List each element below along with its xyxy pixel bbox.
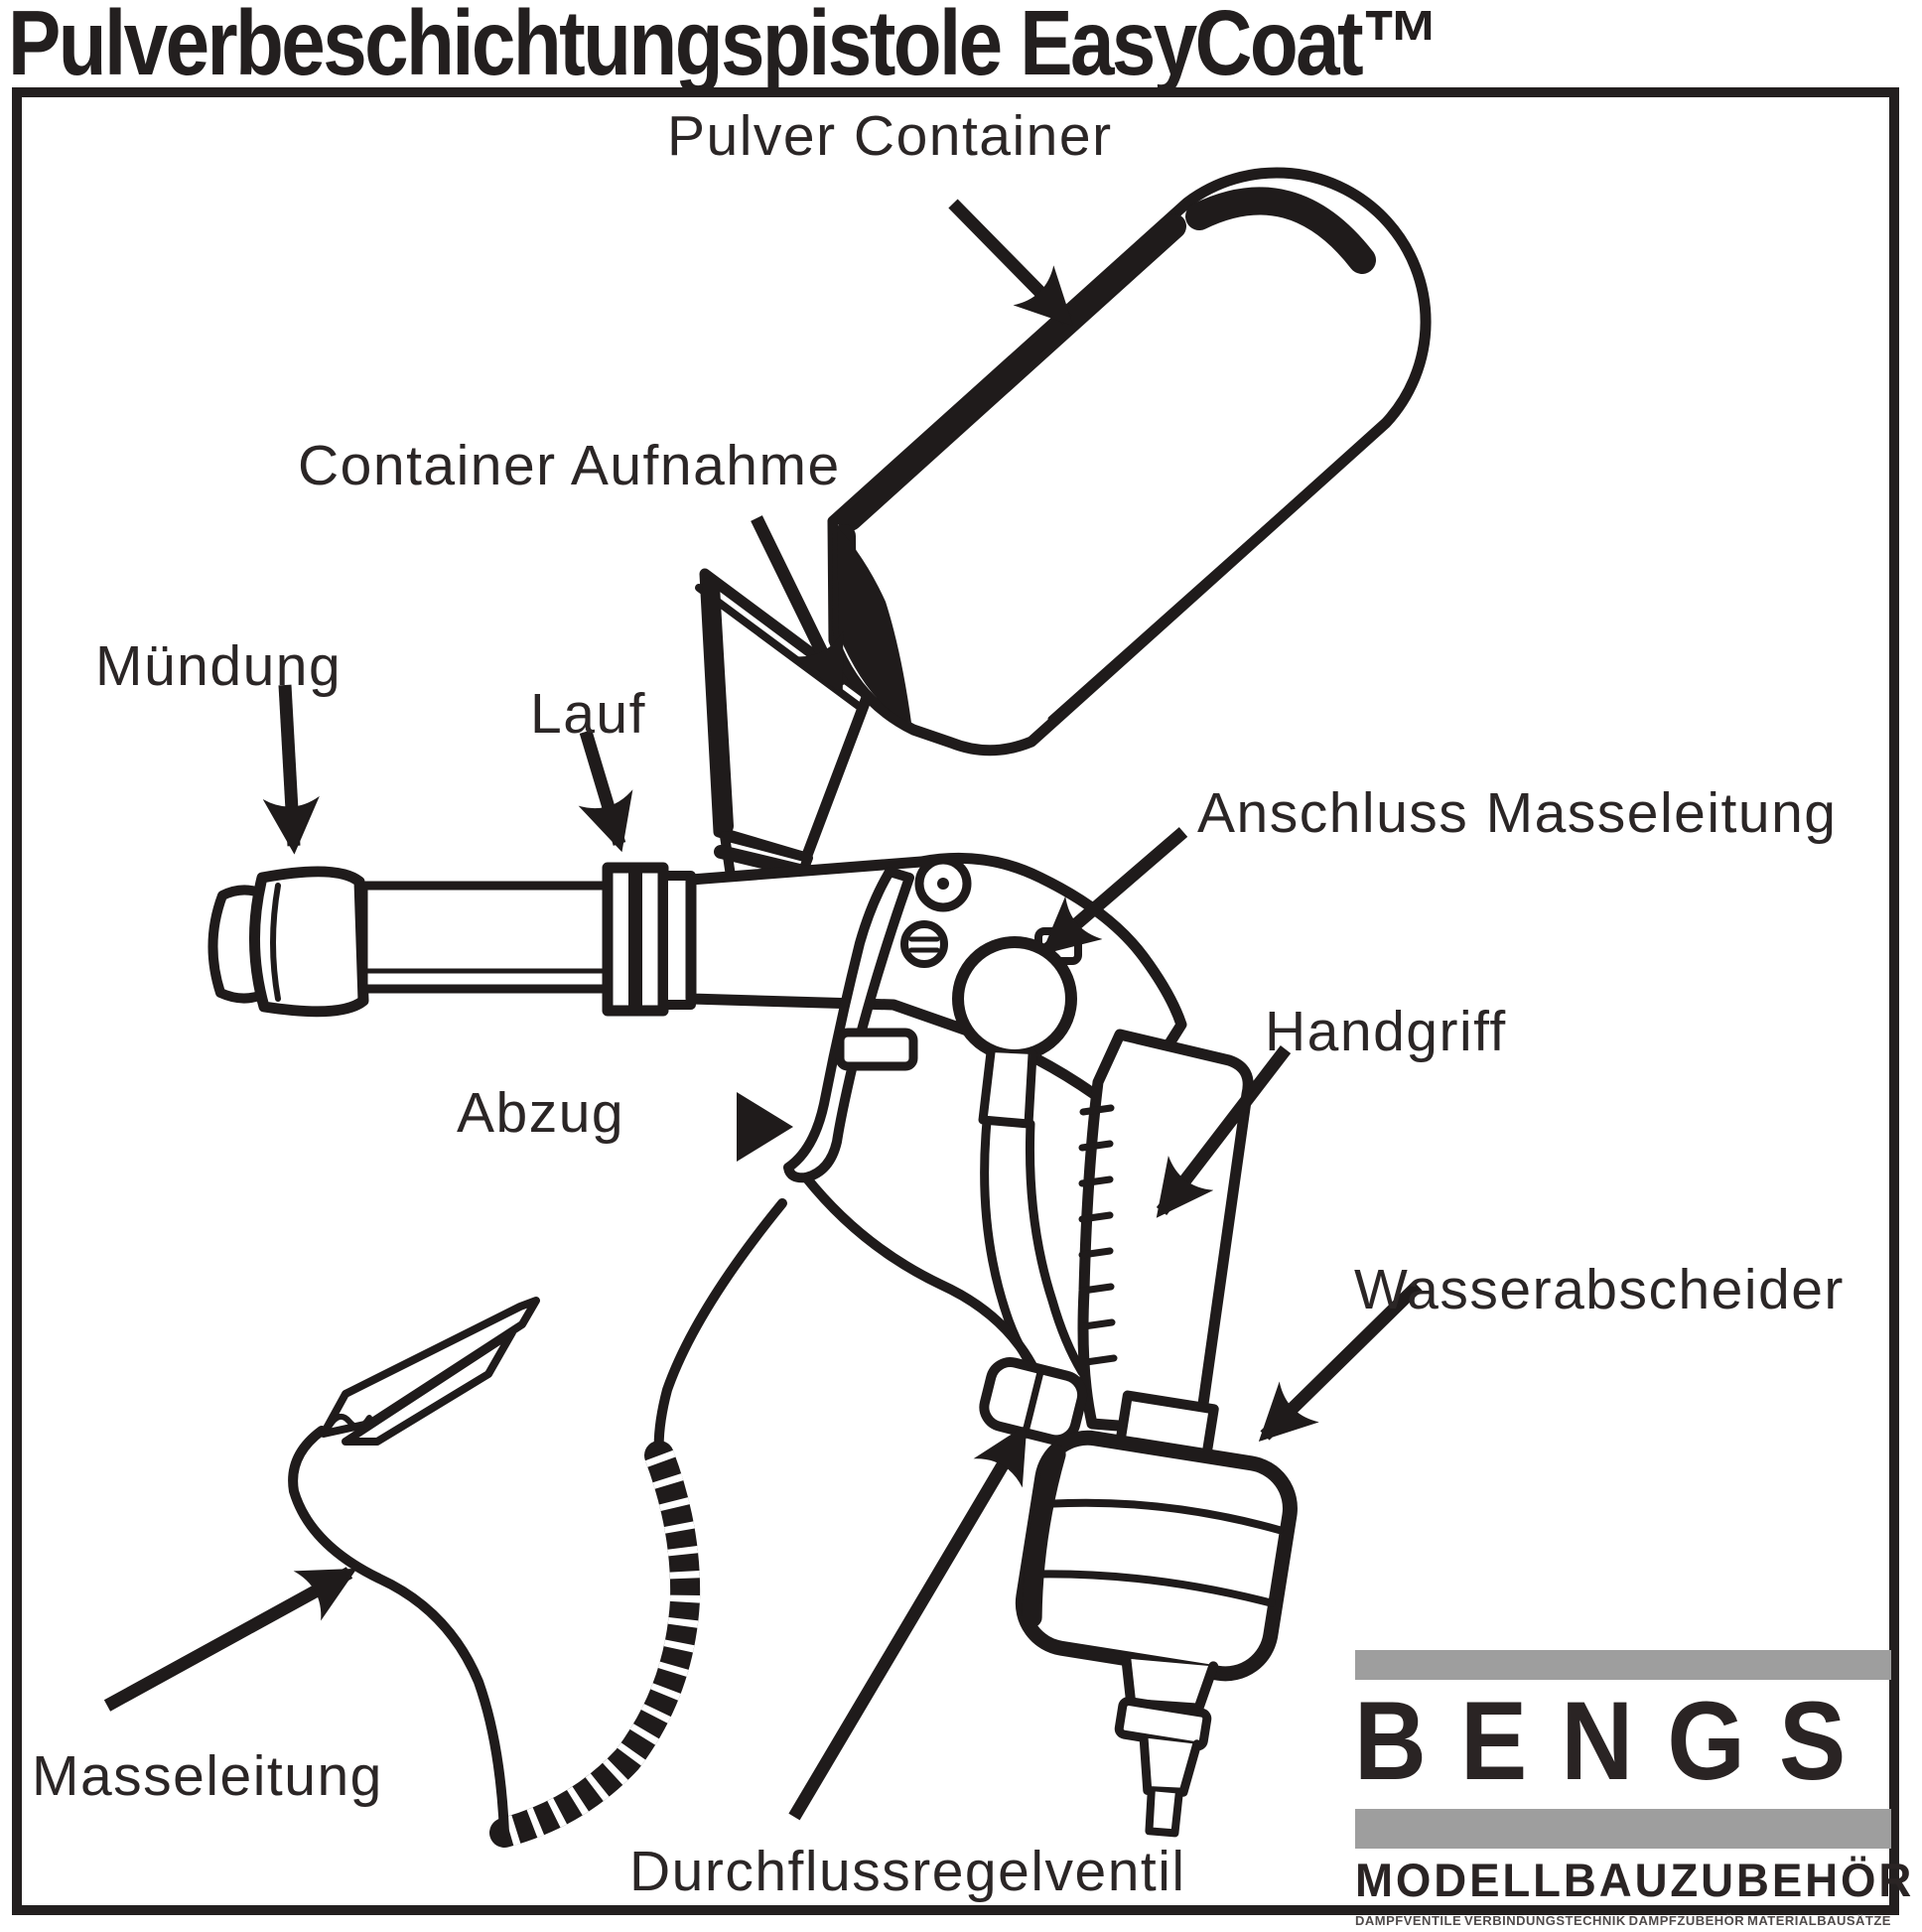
flow-valve-drawing xyxy=(979,1357,1088,1446)
barrel-drawing xyxy=(207,862,696,1018)
label-arrows xyxy=(103,199,1423,1821)
alligator-clip-drawing xyxy=(320,1297,540,1446)
logo-tagline-word: VERBINDUNGSTECHNIK xyxy=(1463,1913,1626,1928)
wire-coil-ribs xyxy=(499,1449,701,1848)
logo-subtitle-text: MODELLBAUZUBEHÖR xyxy=(1355,1854,1915,1906)
water-separator-drawing xyxy=(1015,1390,1298,1838)
arrow-container-aufnahme xyxy=(751,515,845,695)
wire-from-gun xyxy=(653,1198,787,1460)
label-pulver-container: Pulver Container xyxy=(667,104,1113,168)
logo-bar-top xyxy=(1355,1650,1891,1680)
arrow-durchflussregelventil xyxy=(788,1424,1029,1821)
logo-tagline-word: MATERIALBAUSÄTZE xyxy=(1747,1913,1891,1928)
bengs-logo: BENGS MODELLBAUZUBEHÖR DAMPFVENTILE VERB… xyxy=(1352,1650,1915,1928)
ground-wire-drawing xyxy=(288,1198,787,1848)
label-masseleitung: Masseleitung xyxy=(32,1744,383,1808)
arrow-lauf xyxy=(578,730,633,853)
arrow-wasserabscheider xyxy=(1258,1281,1423,1443)
knob-ball-drawing xyxy=(952,936,1077,1061)
arrow-abzug xyxy=(737,1092,793,1162)
powder-container-drawing xyxy=(827,167,1432,757)
label-muendung: Mündung xyxy=(95,634,343,698)
page-title: Pulverbeschichtungspistole EasyCoat™ xyxy=(8,0,1441,94)
logo-tagline: DAMPFVENTILE VERBINDUNGSTECHNIK DAMPFZUB… xyxy=(1355,1913,1891,1928)
logo-tagline-word: DAMPFZUBEHÖR xyxy=(1628,1913,1745,1928)
logo-brand-text: BENGS xyxy=(1354,1679,1880,1803)
label-abzug: Abzug xyxy=(457,1081,625,1145)
logo-tagline-word: DAMPFVENTILE xyxy=(1355,1913,1462,1928)
arrow-handgriff xyxy=(1156,1045,1292,1218)
wire-coil xyxy=(489,1441,701,1848)
label-durchflussregelventil: Durchflussregelventil xyxy=(629,1840,1186,1903)
label-wasserabscheider: Wasserabscheider xyxy=(1354,1258,1845,1321)
arrow-anschluss-masseleitung xyxy=(1040,827,1188,955)
arrow-masseleitung xyxy=(103,1567,357,1712)
label-handgriff: Handgriff xyxy=(1265,1000,1507,1063)
label-lauf: Lauf xyxy=(530,682,646,746)
handle-drawing xyxy=(1077,1029,1254,1436)
arrow-muendung xyxy=(262,684,320,855)
muzzle-drawing xyxy=(207,885,267,1004)
arrow-pulver-container xyxy=(948,199,1074,327)
label-container-aufnahme: Container Aufnahme xyxy=(298,434,841,497)
label-anschluss-masseleitung: Anschluss Masseleitung xyxy=(1197,781,1838,845)
gun-body-drawing xyxy=(685,852,1254,1436)
logo-bar-bottom xyxy=(1355,1809,1891,1849)
wire-to-clip xyxy=(288,1426,509,1838)
